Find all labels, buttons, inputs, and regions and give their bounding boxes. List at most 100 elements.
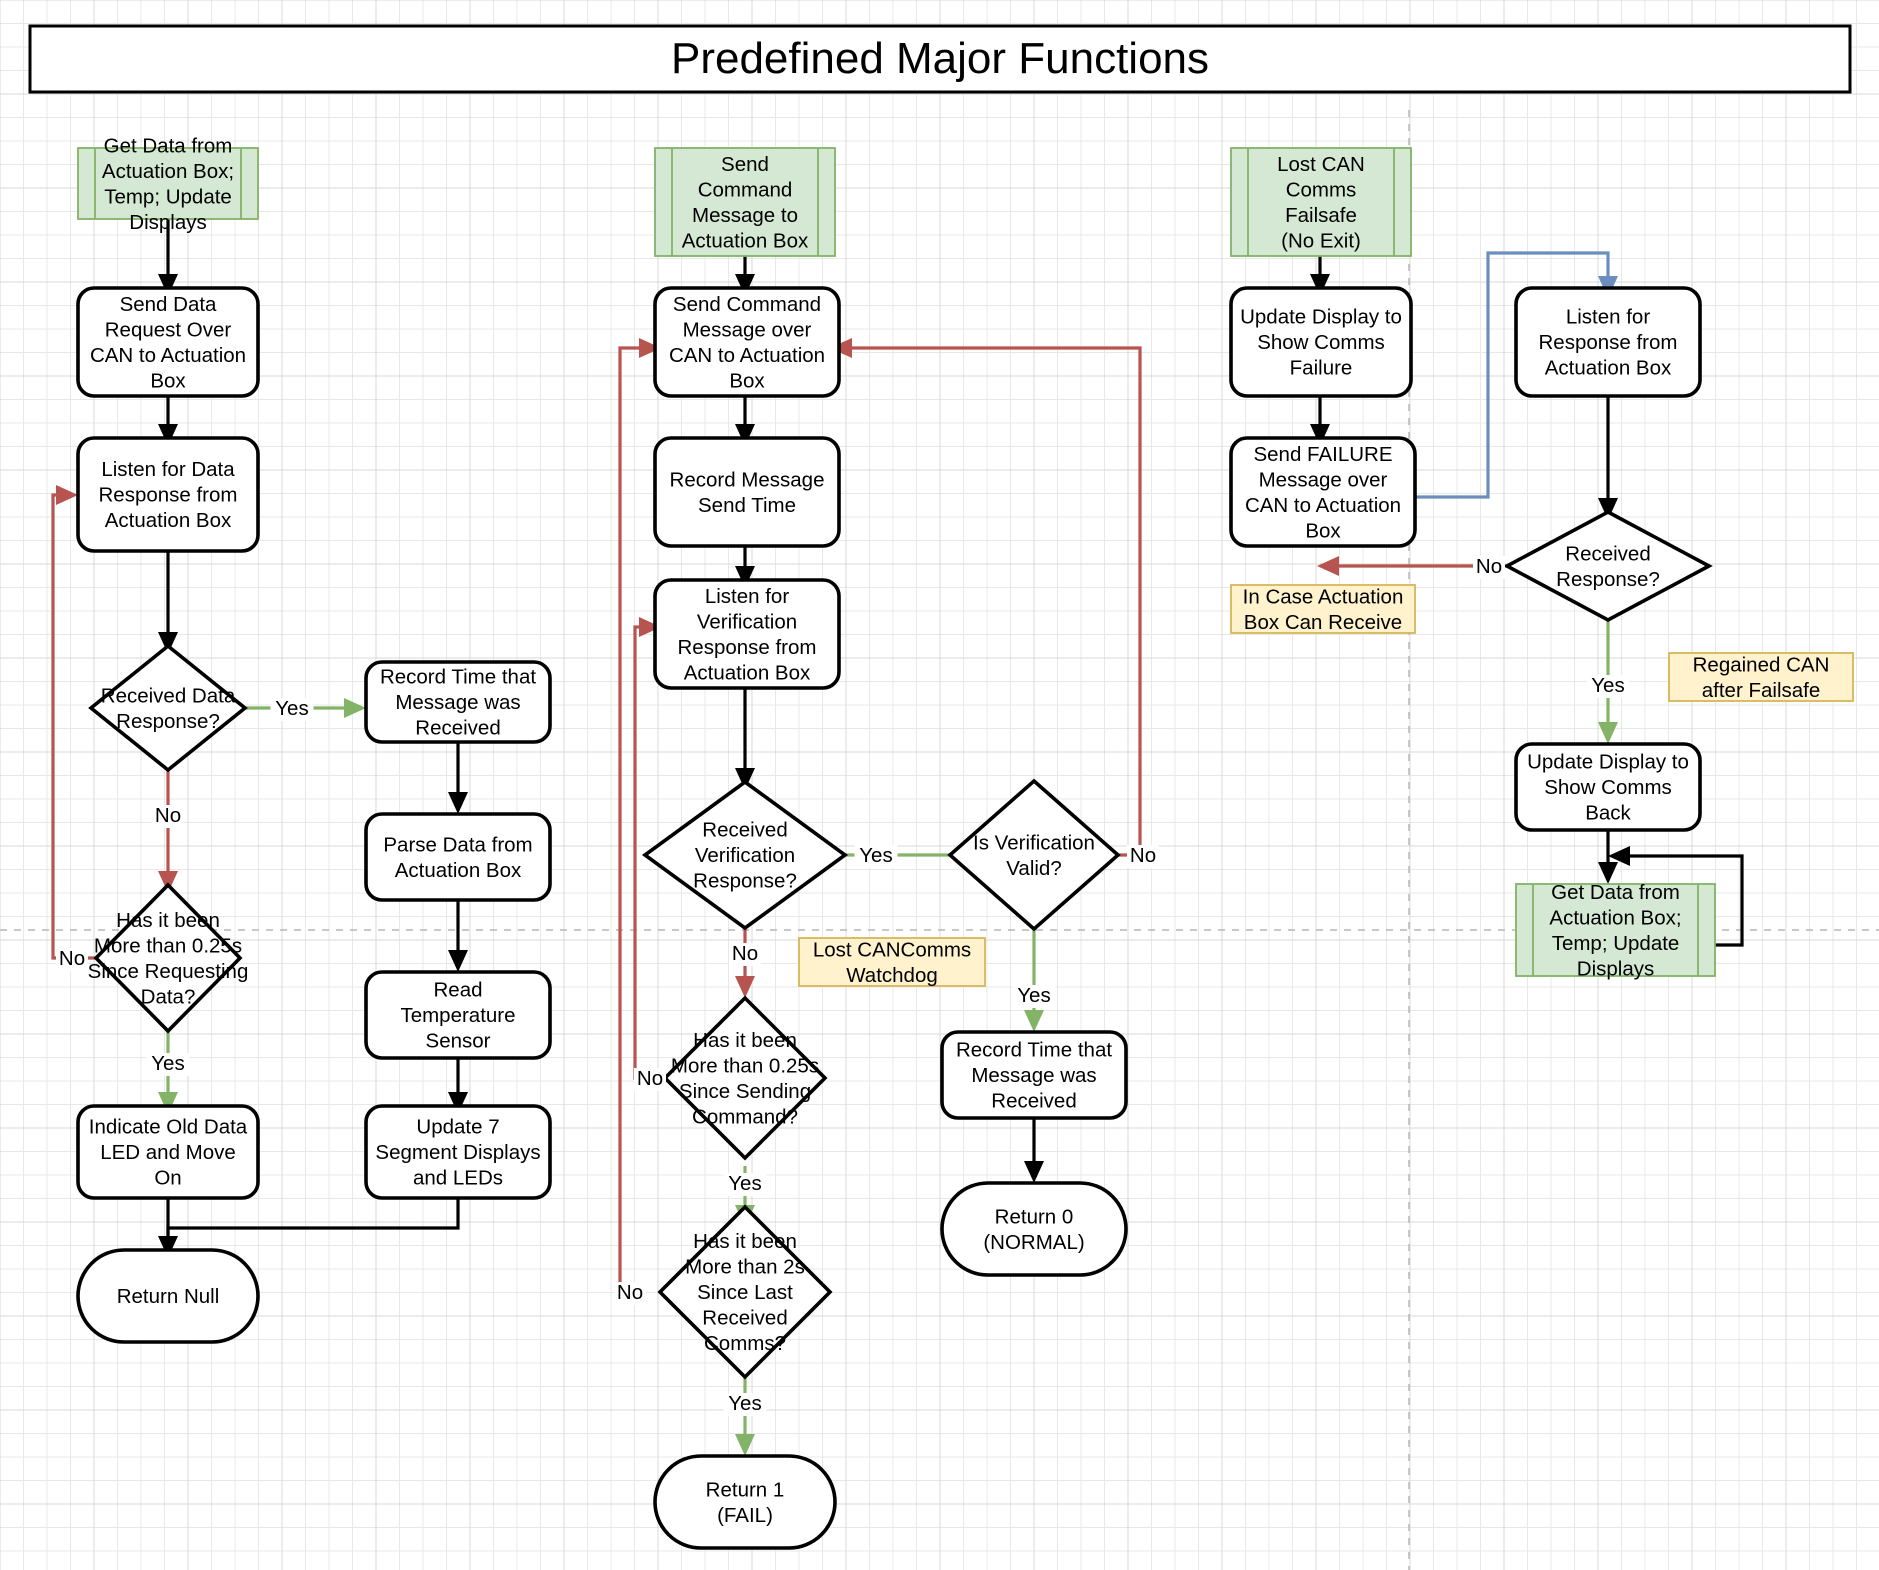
label-m7-yes-bg	[723, 1393, 767, 1416]
node-m8-terminal[interactable]: Return 1(FAIL)	[653, 1454, 837, 1550]
node-n9-label-line-2: Sensor	[426, 1030, 491, 1053]
label-m9-no-bg	[1127, 845, 1159, 868]
node-m6-label-line-3: Command?	[692, 1105, 798, 1128]
node-m5-label-line-1: Verification	[695, 844, 795, 867]
node-n10-label-line-1: Segment Displays	[375, 1141, 540, 1164]
terminal-shape	[76, 1248, 260, 1344]
terminal-shape	[940, 1181, 1128, 1277]
label-m5-yes-bg	[854, 845, 898, 868]
label-r5-no-bg	[1473, 556, 1505, 579]
node-r1-label-line-0: Lost CAN	[1277, 153, 1365, 176]
process-shape	[364, 970, 552, 1060]
node-r2-label-line-2: Failure	[1290, 357, 1353, 380]
node-m10-label-line-0: Record Time that	[956, 1039, 1112, 1062]
node-n9-label-line-1: Temperature	[400, 1004, 515, 1027]
node-n7-label-line-2: Received	[415, 717, 500, 740]
diamond-shape	[641, 779, 849, 931]
node-m2-label-line-1: Message over	[683, 318, 812, 341]
node-n6-label-line-2: On	[154, 1167, 181, 1190]
node-n1-label-line-3: Displays	[129, 211, 206, 234]
page-title-container: Predefined Major Functions	[28, 24, 1852, 94]
node-r4-label-line-1: Response from	[1538, 331, 1677, 354]
node-n1-label-line-2: Temp; Update	[104, 185, 232, 208]
node-n11-terminal[interactable]: Return Null	[76, 1248, 260, 1344]
node-n7-label-line-0: Record Time that	[380, 666, 536, 689]
diamond-shape	[88, 643, 248, 773]
predefined-shape	[654, 147, 836, 257]
node-m6-label-line-2: Since Sending	[679, 1080, 811, 1103]
process-shape	[653, 578, 841, 690]
node-m10-label-line-1: Message was	[971, 1064, 1096, 1087]
label-m6-no: No	[637, 1067, 663, 1090]
terminal-shape	[653, 1454, 837, 1550]
node-r7-label-line-0: Get Data from	[1551, 881, 1680, 904]
note-note2-label-line-0: Regained CAN	[1693, 653, 1830, 676]
label-m5-no: No	[732, 942, 758, 965]
note-shape	[1668, 652, 1854, 702]
label-m5-yes: Yes	[859, 844, 892, 867]
process-shape	[940, 1030, 1128, 1120]
page-title: Predefined Major Functions	[671, 34, 1209, 83]
node-m7-label-line-0: Has it been	[693, 1230, 797, 1253]
label-r5-yes-bg	[1586, 675, 1630, 698]
node-m9-label-line-1: Valid?	[1006, 857, 1061, 880]
label-m6-yes: Yes	[728, 1172, 761, 1195]
node-m7-label-line-1: More than 2s	[685, 1256, 805, 1279]
node-m11-terminal[interactable]: Return 0(NORMAL)	[940, 1181, 1128, 1277]
node-r3-label-line-1: Message over	[1259, 468, 1388, 491]
process-shape	[653, 436, 841, 548]
note-note2-label-line-1: after Failsafe	[1702, 679, 1821, 702]
process-shape	[1514, 286, 1702, 398]
node-r6-label-line-1: Show Comms	[1544, 776, 1672, 799]
node-r6-label-line-0: Update Display to	[1527, 751, 1689, 774]
label-m6-no-bg	[634, 1068, 666, 1091]
node-n2-label-line-3: Box	[150, 369, 186, 392]
label-n5-no: No	[59, 947, 85, 970]
node-m7-label-line-2: Since Last	[697, 1281, 793, 1304]
label-m6-yes-bg	[723, 1173, 767, 1196]
node-r2-label-line-1: Show Comms	[1257, 331, 1385, 354]
note-note3-label-line-1: Watchdog	[846, 964, 938, 987]
node-m4-label-line-0: Listen for	[705, 585, 789, 608]
node-n2-label-line-1: Request Over	[105, 318, 232, 341]
node-m3-label-line-0: Record Message	[670, 468, 825, 491]
label-n4-no-bg	[152, 805, 184, 828]
label-n5-yes: Yes	[151, 1052, 184, 1075]
label-m7-no: No	[617, 1281, 643, 1304]
label-n4-yes: Yes	[275, 697, 308, 720]
node-n8-label-line-1: Actuation Box	[395, 859, 522, 882]
node-r6-label-line-2: Back	[1585, 802, 1631, 825]
node-n2-label-line-2: CAN to Actuation	[90, 344, 246, 367]
label-r5-no: No	[1476, 555, 1502, 578]
label-n5-no-bg	[56, 948, 88, 971]
node-r5-label-line-1: Response?	[1556, 568, 1660, 591]
